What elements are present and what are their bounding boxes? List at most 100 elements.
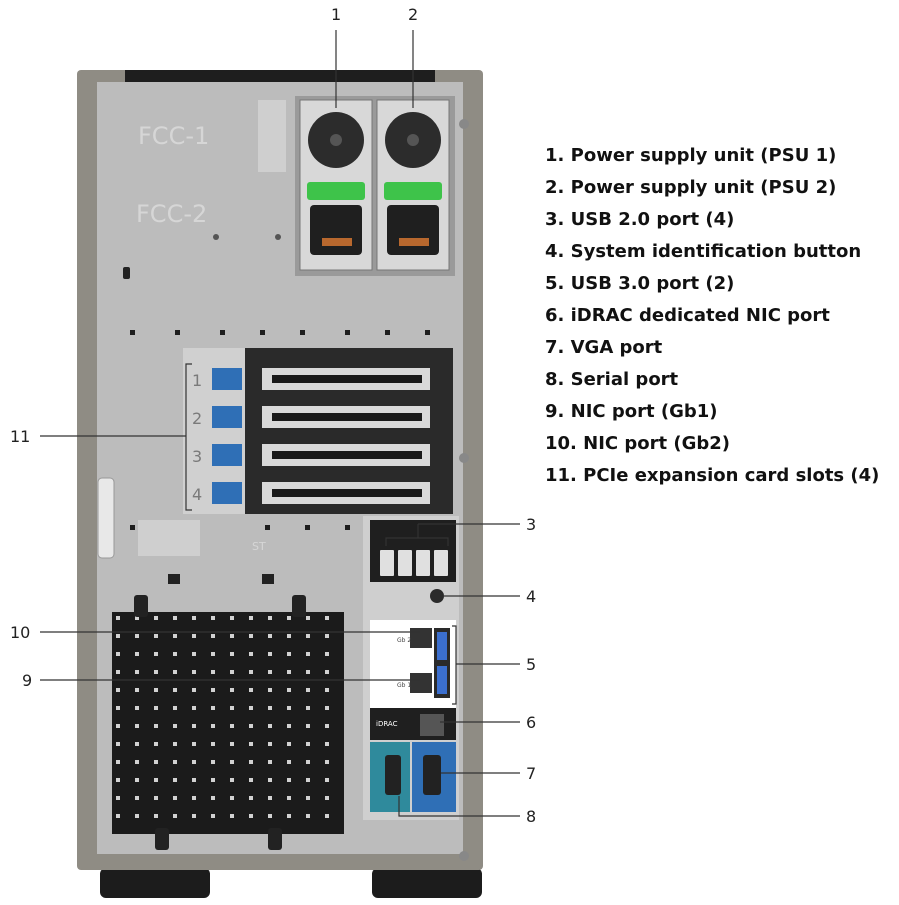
callout-5: 5 (526, 655, 536, 674)
vent-peg (134, 595, 148, 617)
vent-web (211, 688, 215, 692)
vent-web (287, 670, 291, 674)
vent-web (116, 724, 120, 728)
service-tag-sticker (138, 520, 200, 556)
vent-web (287, 706, 291, 710)
vent-web (135, 814, 139, 818)
vent-web (173, 796, 177, 800)
callout-11: 11 (10, 427, 30, 446)
usb3-port (437, 666, 447, 694)
vent-web (249, 724, 253, 728)
vent-web (287, 796, 291, 800)
vent-web (192, 814, 196, 818)
vent-web (173, 670, 177, 674)
vent-web (306, 742, 310, 746)
vent-web (192, 724, 196, 728)
vent-web (173, 616, 177, 620)
vent-web (287, 688, 291, 692)
pcie-latch (212, 482, 242, 504)
vent-web (154, 652, 158, 656)
pcie-slots (212, 368, 430, 504)
vent-web (306, 706, 310, 710)
vent-web (154, 760, 158, 764)
psu-2 (376, 99, 450, 271)
vent-web (116, 688, 120, 692)
vent-web (306, 778, 310, 782)
vent-web (249, 814, 253, 818)
vent-web (154, 724, 158, 728)
vent-web (230, 760, 234, 764)
screw (275, 234, 281, 240)
vent-web (249, 760, 253, 764)
legend-item: 8. Serial port (545, 369, 679, 390)
idrac-nic-port (420, 714, 444, 736)
vent-web (287, 742, 291, 746)
vent-web (230, 688, 234, 692)
vent-web (192, 742, 196, 746)
legend-item: 5. USB 3.0 port (2) (545, 273, 735, 294)
vent-peg (292, 595, 306, 617)
vent-web (211, 742, 215, 746)
vent-web (135, 616, 139, 620)
vent-web (268, 760, 272, 764)
nic-port-gb2 (410, 628, 432, 648)
vent-web (306, 760, 310, 764)
power-socket-icon (387, 205, 439, 255)
vent-web (135, 634, 139, 638)
fan-vent (112, 612, 344, 834)
callout-6: 6 (526, 713, 536, 732)
legend-item: 6. iDRAC dedicated NIC port (545, 305, 830, 326)
usb2-ports (380, 550, 448, 576)
vent-web (230, 778, 234, 782)
serial-port (385, 755, 401, 795)
callout-lines (40, 30, 520, 817)
pcie-latch (212, 444, 242, 466)
vga-port (423, 755, 441, 795)
vent-web (192, 670, 196, 674)
vent-web (287, 814, 291, 818)
vent-web (306, 724, 310, 728)
vent-web (135, 742, 139, 746)
vent-web (306, 814, 310, 818)
vent-web (173, 742, 177, 746)
system-id-button[interactable] (430, 589, 444, 603)
vent-web (325, 670, 329, 674)
vent-web (154, 670, 158, 674)
side-handle (97, 477, 115, 559)
vent-web (325, 778, 329, 782)
vent-web (116, 634, 120, 638)
fcc1-label: FCC-1 (138, 122, 209, 150)
vent-web (287, 778, 291, 782)
vent-web (154, 634, 158, 638)
legend-item: 11. PCIe expansion card slots (4) (545, 465, 880, 486)
callout-9: 9 (22, 671, 32, 690)
legend-item: 9. NIC port (Gb1) (545, 401, 718, 422)
chassis-foot-right (372, 868, 482, 898)
vent-web (268, 778, 272, 782)
vent-web (230, 724, 234, 728)
vent-web (211, 778, 215, 782)
screw (459, 453, 469, 463)
vent-web (249, 670, 253, 674)
vent-web (192, 652, 196, 656)
vent-web (268, 796, 272, 800)
vent-web (230, 742, 234, 746)
vent-web (287, 724, 291, 728)
vent-web (211, 634, 215, 638)
callout-3: 3 (526, 515, 536, 534)
usb3-port (437, 632, 447, 660)
callout-7: 7 (526, 764, 536, 783)
vent-web (116, 814, 120, 818)
vent-web (135, 652, 139, 656)
vent-web (211, 814, 215, 818)
vent-web (211, 652, 215, 656)
vent-web (268, 634, 272, 638)
vent-web (306, 634, 310, 638)
vent-web (249, 796, 253, 800)
callout-4: 4 (526, 587, 536, 606)
vent-web (173, 634, 177, 638)
vent-web (211, 706, 215, 710)
vent-web (249, 778, 253, 782)
chassis-top-vent (125, 70, 435, 82)
callout-1: 1 (331, 5, 341, 24)
